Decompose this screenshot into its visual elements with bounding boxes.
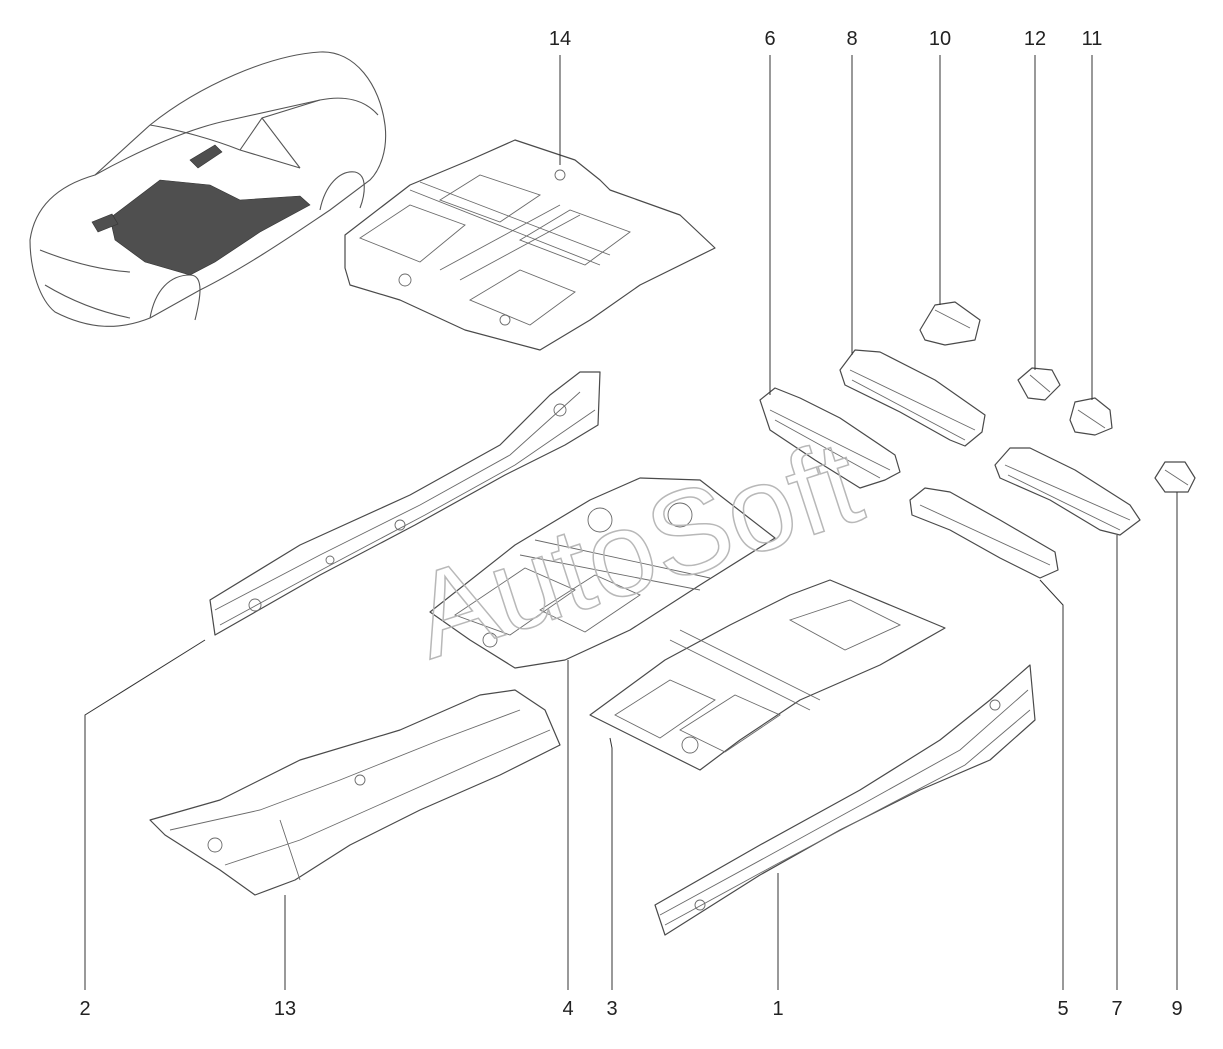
callout-9: 9: [1171, 998, 1182, 1020]
crossmember-part-5: [909, 487, 1059, 579]
bracket-part-11: [1069, 397, 1113, 436]
side-member-part-1: [654, 664, 1036, 936]
callout-11: 11: [1082, 28, 1103, 50]
crossmember-part-6: [759, 387, 901, 489]
floor-panel-part-13: [149, 689, 561, 896]
floor-panel-part-4: [429, 477, 776, 669]
callout-labels: 14 6 8 10 12 11 2 13 4 3 1 5 7 9: [79, 28, 1182, 1020]
callout-4: 4: [562, 998, 573, 1020]
callout-1: 1: [772, 998, 783, 1020]
callout-3: 3: [606, 998, 617, 1020]
bracket-part-12: [1017, 367, 1061, 401]
callout-8: 8: [846, 28, 857, 50]
car-overview-illustration: [29, 51, 387, 327]
callout-14: 14: [549, 28, 571, 50]
callout-12: 12: [1024, 28, 1046, 50]
callout-13: 13: [274, 998, 296, 1020]
bracket-part-9: [1154, 461, 1196, 493]
leader-lines: [84, 55, 1178, 990]
callout-5: 5: [1057, 998, 1068, 1020]
side-member-part-2: [209, 371, 601, 636]
bracket-part-10: [919, 301, 981, 346]
floor-panel-part-3: [589, 579, 946, 771]
crossmember-part-7: [994, 447, 1141, 536]
callout-7: 7: [1111, 998, 1122, 1020]
callout-10: 10: [929, 28, 951, 50]
crossmember-part-8: [839, 349, 986, 447]
callout-6: 6: [764, 28, 775, 50]
floor-assembly-part-14: [344, 139, 716, 351]
callout-2: 2: [79, 998, 90, 1020]
